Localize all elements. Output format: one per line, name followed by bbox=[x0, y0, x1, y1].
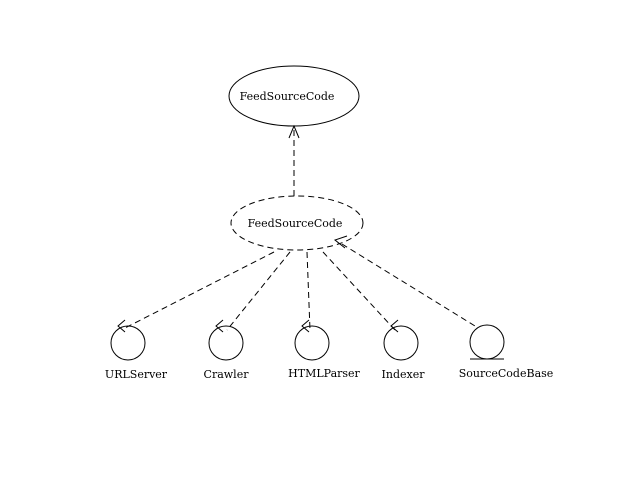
url-server-object[interactable]: URLServer bbox=[105, 319, 168, 381]
realization-ellipse bbox=[230, 195, 364, 251]
entity-circle bbox=[469, 324, 505, 360]
control-arrow-icon bbox=[215, 319, 224, 333]
dependency-line bbox=[322, 251, 396, 331]
source-code-base-label: SourceCodeBase bbox=[459, 367, 554, 380]
realization-dependency bbox=[288, 124, 300, 196]
indexer-label: Indexer bbox=[382, 368, 426, 381]
control-arrow-icon bbox=[390, 319, 399, 333]
dependency-line bbox=[124, 251, 275, 329]
top-usecase-label: FeedSourceCode bbox=[240, 90, 335, 103]
control-arrow-icon bbox=[301, 319, 310, 333]
dependency-line bbox=[341, 243, 476, 327]
control-arrow-icon bbox=[117, 319, 126, 333]
dependency-source-code-base bbox=[333, 235, 476, 327]
dependency-indexer bbox=[322, 251, 396, 331]
crawler-object[interactable]: Crawler bbox=[204, 319, 250, 381]
realization-node[interactable]: FeedSourceCode bbox=[230, 195, 364, 251]
source-code-base-object[interactable]: SourceCodeBase bbox=[459, 324, 554, 380]
html-parser-object[interactable]: HTMLParser bbox=[288, 319, 361, 380]
dependency-html-parser bbox=[306, 251, 311, 331]
dependency-line bbox=[306, 251, 311, 331]
control-circle bbox=[383, 325, 419, 361]
top-usecase-node[interactable]: FeedSourceCode bbox=[228, 65, 360, 127]
realization-label: FeedSourceCode bbox=[248, 217, 343, 230]
realization-arrowhead bbox=[288, 124, 300, 139]
html-parser-label: HTMLParser bbox=[288, 367, 360, 380]
control-circle bbox=[208, 325, 244, 361]
url-server-label: URLServer bbox=[105, 368, 168, 381]
dependency-line bbox=[226, 251, 291, 331]
indexer-object[interactable]: Indexer bbox=[382, 319, 426, 381]
dependency-url-server bbox=[124, 251, 275, 329]
crawler-label: Crawler bbox=[204, 368, 250, 381]
dependency-arrowhead bbox=[333, 235, 348, 249]
dependency-crawler bbox=[226, 251, 291, 331]
control-circle bbox=[110, 325, 146, 361]
control-circle bbox=[294, 325, 330, 361]
